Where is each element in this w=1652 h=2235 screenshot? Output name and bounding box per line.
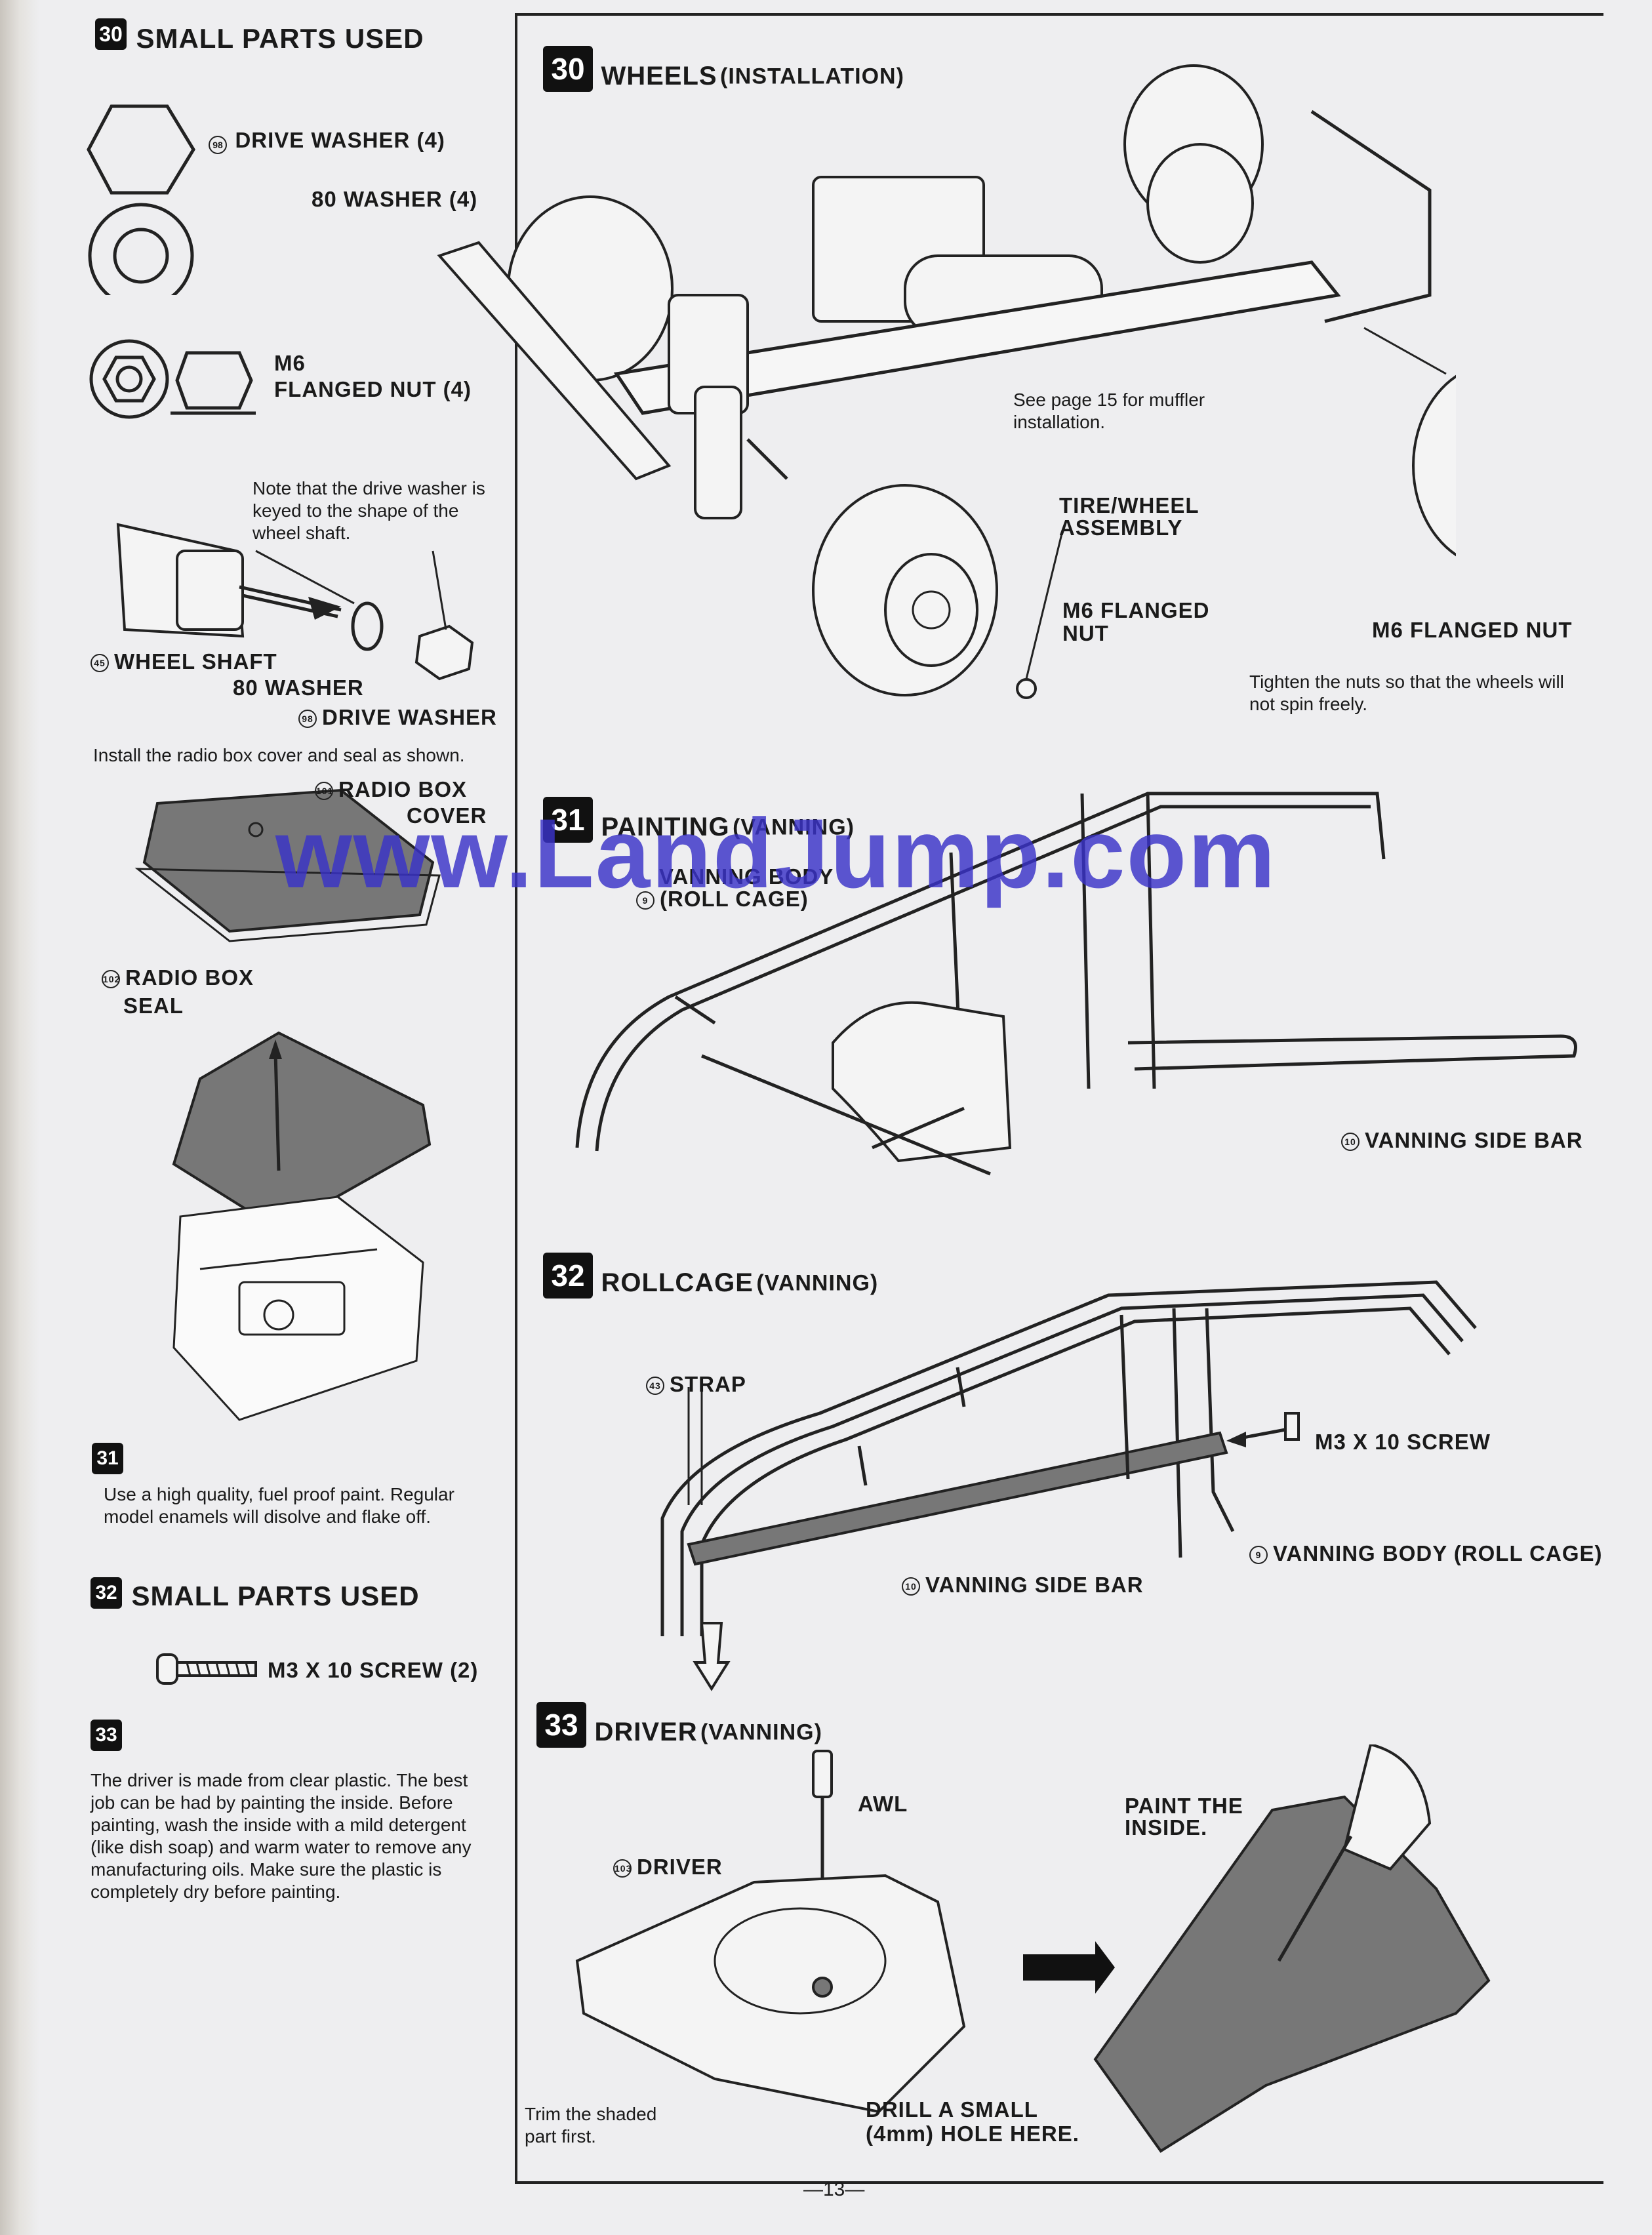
m3-screw-label: M3 X 10 SCREW (2): [268, 1658, 479, 1682]
tighten-note: Tighten the nuts so that the wheels will…: [1249, 672, 1564, 714]
hex-washer-drawing: [87, 104, 195, 295]
s31-paint-note: Use a high quality, fuel proof paint. Re…: [104, 1484, 454, 1527]
washer-80-label: 80 WASHER (4): [312, 187, 478, 211]
right-s30-header: 30 WHEELS (INSTALLATION): [543, 46, 904, 92]
radio-cover-label-2: COVER: [407, 803, 487, 828]
divider-bottom: [515, 2181, 1603, 2184]
bumper-icon: [437, 241, 672, 481]
washer-icon: [351, 601, 384, 651]
divider-top: [515, 13, 1603, 16]
driver-part-icon: [575, 1874, 966, 2114]
vanning-body-label: VANNING BODY: [659, 864, 834, 889]
m6-flanged-right-label: M6 FLANGED NUT: [1372, 618, 1573, 642]
divider-vertical: [515, 13, 517, 2184]
hex-washer-icon: [87, 104, 195, 195]
paint-brush-icon: [701, 1054, 991, 1176]
muffler-note: See page 15 for muffler installation.: [1013, 390, 1205, 432]
trim-note: Trim the shaded: [525, 2104, 657, 2124]
right-s31-header: 31 PAINTING (VANNING): [543, 797, 855, 843]
keyed-note: Note that the drive washer is keyed to t…: [252, 478, 485, 543]
awl-label: AWL: [858, 1792, 908, 1816]
tire-wheel-label-2: ASSEMBLY: [1059, 515, 1183, 540]
step-badge: 30: [95, 18, 127, 50]
washer-80-icon: [88, 203, 194, 295]
radio-box-drawing: [172, 1031, 432, 1421]
cover-shaded-icon: [172, 1031, 432, 1232]
m6-flanged-nut-icon: [89, 339, 169, 419]
s33-driver-note: The driver is made from clear plastic. T…: [91, 1770, 472, 1902]
page-number: —13—: [803, 2179, 865, 2200]
m6-nut-label-line1: M6: [274, 351, 306, 375]
screw-drawing: [156, 1653, 257, 1685]
m6-nut-side-icon: [175, 351, 253, 410]
m6-nut-icon: [1016, 678, 1037, 699]
rollcage-assembly-drawing: [660, 1280, 1477, 1691]
tire-wheel-label: TIRE/WHEEL: [1059, 493, 1199, 517]
left-s30-header: 30 SMALL PARTS USED: [95, 18, 424, 54]
m6-flanged-label-2: NUT: [1062, 621, 1109, 645]
driver-drawing: [575, 1744, 1491, 2153]
m6-nut-label-line2: FLANGED NUT (4): [274, 377, 472, 401]
trim-note-2: part first.: [525, 2126, 596, 2146]
paint-inside-label: PAINT THE: [1125, 1794, 1243, 1818]
vanning-body-label-2: 9(ROLL CAGE): [636, 887, 809, 912]
washer-80-label-b: 80 WASHER: [233, 675, 364, 700]
m6-flanged-label: M6 FLANGED: [1062, 598, 1210, 622]
left-s33-header: 33: [91, 1720, 122, 1751]
drill-label: DRILL A SMALL: [866, 2097, 1038, 2122]
driver-shaded-icon: [1093, 1795, 1491, 2153]
left-s31-header: 31: [92, 1443, 123, 1474]
page-fold-shadow: [0, 0, 39, 2235]
right-s33-header: 33 DRIVER (VANNING): [536, 1702, 822, 1748]
right-s32-header: 32 ROLLCAGE (VANNING): [543, 1253, 878, 1299]
hand-brush-icon: [1342, 1744, 1432, 1871]
drill-hole-icon: [812, 1977, 833, 1998]
awl-icon: [812, 1750, 833, 1798]
screw-icon: [1284, 1412, 1300, 1441]
section-title: SMALL PARTS USED: [136, 22, 424, 54]
left-s32-header: 32 SMALL PARTS USED: [91, 1577, 420, 1612]
arrow-icon: [308, 597, 341, 620]
paint-inside-label-2: INSIDE.: [1125, 1815, 1208, 1840]
m3-screw-right-label: M3 X 10 SCREW: [1315, 1430, 1491, 1454]
drive-washer-label: 98 DRIVE WASHER (4): [209, 128, 445, 154]
side-bar-2-icon: [687, 1431, 1228, 1566]
radio-seal-label-2: SEAL: [123, 994, 184, 1018]
radio-note: Install the radio box cover and seal as …: [93, 745, 465, 765]
drill-label-2: (4mm) HOLE HERE.: [866, 2122, 1079, 2146]
drive-washer-icon: [414, 624, 474, 681]
right-tire-icon: [1412, 374, 1456, 557]
screw-icon: [156, 1653, 178, 1685]
chassis-drawing: [437, 64, 1456, 699]
wheel-shaft-drawing: [116, 523, 474, 681]
radio-cover-drawing: [134, 788, 441, 942]
shock-icon: [694, 386, 742, 519]
m6-nut-drawing: [89, 339, 256, 419]
arrow-right-icon: [1023, 1941, 1115, 1994]
arrow-up-icon: [269, 1039, 282, 1059]
radio-box-cover-icon: [142, 788, 435, 933]
arrow-left-icon: [1226, 1432, 1246, 1447]
watermark: www.LandJump.com: [275, 798, 1277, 908]
hand-icon: [832, 1001, 1012, 1163]
arrow-down-icon: [693, 1622, 731, 1691]
side-bar-icon: [1127, 1034, 1577, 1071]
roll-cage-paint-drawing: [575, 792, 1577, 1176]
engine-icon: [1146, 143, 1254, 264]
